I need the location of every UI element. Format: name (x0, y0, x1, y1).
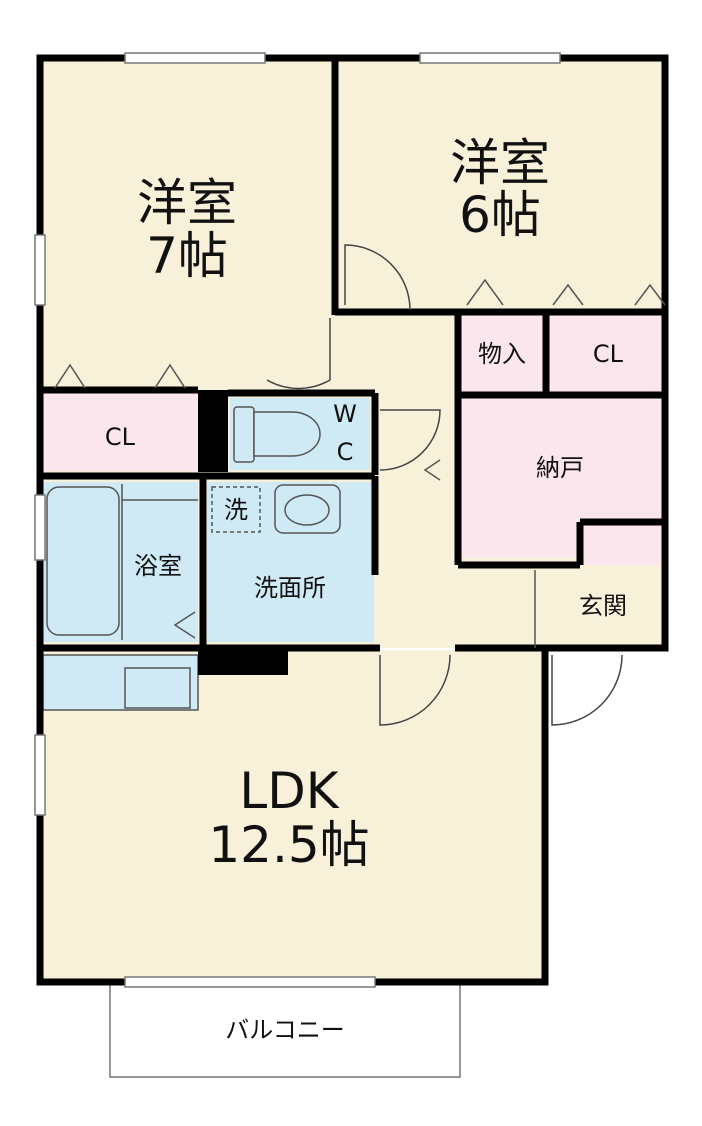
closet-right-area (548, 314, 662, 392)
ldk-name: LDK (239, 762, 339, 820)
balcony-area (109, 981, 461, 1078)
entrance-label: 玄関 (579, 592, 627, 620)
washroom-label: 洗面所 (254, 574, 326, 602)
washer-label: 洗 (224, 496, 248, 524)
closet-left-label: CL (105, 423, 136, 451)
wall-block-2 (198, 645, 288, 675)
bathtub-icon (46, 484, 198, 640)
room6-size: 6帖 (459, 186, 541, 244)
room7-size: 7帖 (146, 227, 228, 285)
storage-area (460, 314, 543, 392)
wash-basin-icon (274, 484, 341, 534)
room6-name: 洋室 (450, 134, 550, 192)
washroom-area (207, 482, 374, 642)
windows (34, 52, 561, 988)
toilet-icon (233, 406, 321, 463)
wc-c-label: C (337, 438, 354, 466)
closet-right-label: CL (593, 340, 624, 368)
wall-block-1 (198, 390, 228, 472)
storage-label: 物入 (478, 340, 526, 368)
closet-door-marks (54, 278, 666, 639)
wc-w-label: W (333, 400, 357, 428)
washer-icon (211, 486, 261, 533)
kitchen-sink (124, 667, 191, 709)
pantry-label: 納戸 (536, 454, 584, 482)
balcony-label: バルコニー (225, 1016, 345, 1044)
closet-left-area (43, 393, 198, 471)
doors (266, 244, 623, 726)
bathroom-label: 浴室 (134, 552, 182, 580)
room7-name: 洋室 (137, 174, 237, 232)
ldk-size: 12.5帖 (208, 816, 369, 874)
bathroom-area (43, 482, 198, 642)
entrance-step (585, 525, 663, 565)
